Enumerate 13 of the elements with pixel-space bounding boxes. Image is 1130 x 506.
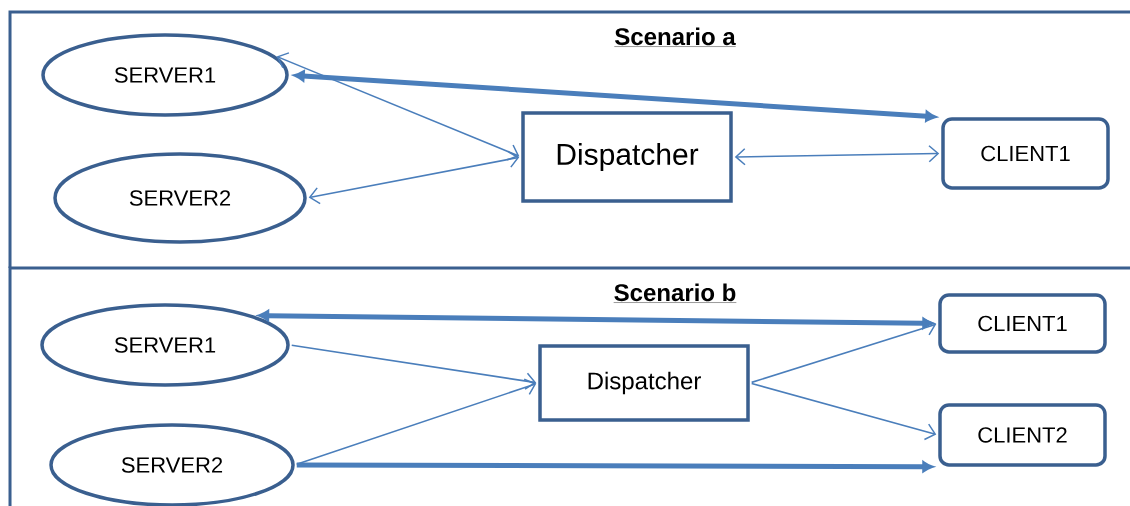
arrow <box>750 382 937 441</box>
dispatcher-box: Dispatcher <box>521 111 733 203</box>
arrow <box>734 144 940 166</box>
client-box: CLIENT1 <box>938 293 1107 354</box>
arrow <box>296 461 934 473</box>
arrow <box>750 318 937 384</box>
dispatcher-box: Dispatcher <box>538 344 750 422</box>
arrow <box>308 150 520 205</box>
client-box: CLIENT1 <box>941 117 1110 190</box>
arrow <box>276 52 520 161</box>
arrow <box>290 344 537 390</box>
arrow <box>293 70 937 122</box>
client-box: CLIENT2 <box>938 403 1107 467</box>
